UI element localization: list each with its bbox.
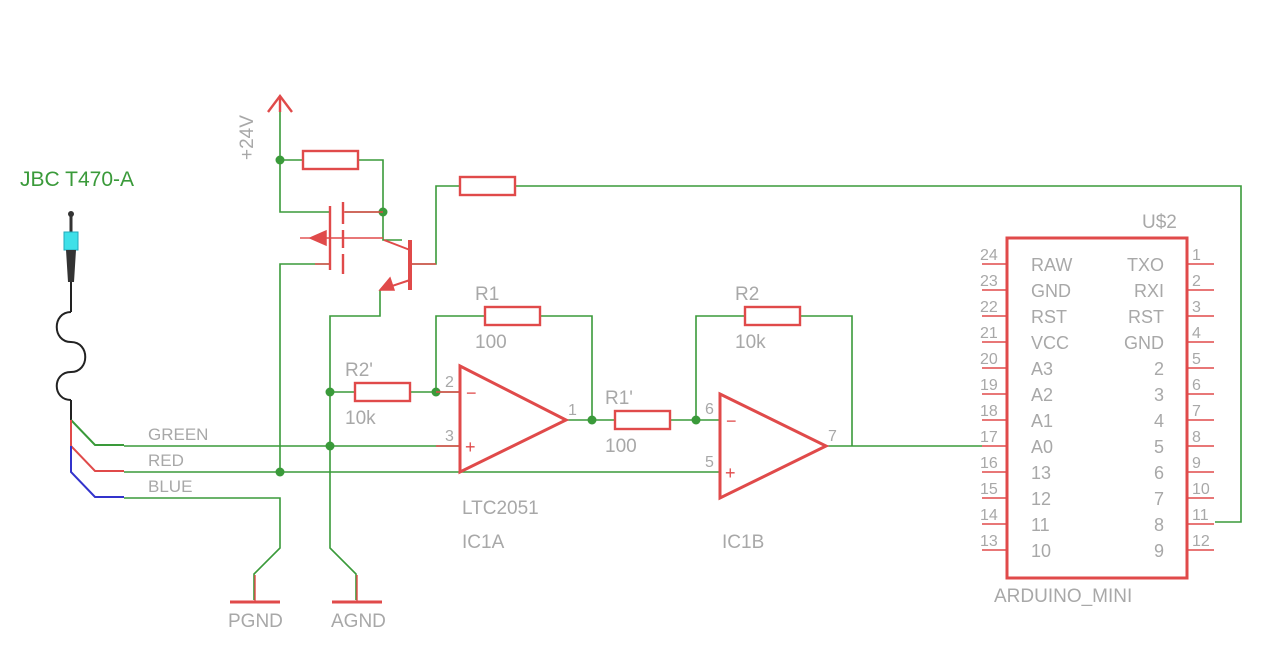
arduino-pin-number: 11 xyxy=(1192,507,1209,524)
ic1a-pin-noninv: 3 xyxy=(445,428,454,445)
ic1a-minus: − xyxy=(466,383,477,403)
arduino-pin-label: 11 xyxy=(1031,515,1050,535)
arduino-pin-label: 6 xyxy=(1154,463,1164,483)
supply-label: +24V xyxy=(237,115,258,160)
opamp-ic1b xyxy=(718,391,830,501)
arduino-pin-label: 4 xyxy=(1154,411,1164,431)
arduino-pin-label: GND xyxy=(1031,281,1071,301)
arduino-pin-number: 8 xyxy=(1192,429,1201,446)
r2-value: 10k xyxy=(735,332,766,353)
ic1b-plus: + xyxy=(725,463,736,483)
arduino-pin-label: RAW xyxy=(1031,255,1072,275)
transistor-symbol xyxy=(378,239,436,291)
arduino-pin-label: A0 xyxy=(1031,437,1053,457)
arduino-pin-number: 19 xyxy=(980,377,998,394)
arduino-pin-number: 16 xyxy=(980,455,998,472)
r2p-value: 10k xyxy=(345,408,376,429)
resistor-r2p xyxy=(353,381,412,403)
arduino-pin-label: RST xyxy=(1128,307,1164,327)
arduino-pin-number: 22 xyxy=(980,299,998,316)
opamp-ic1a xyxy=(436,363,570,475)
r1-value: 100 xyxy=(475,332,507,353)
ic1a-plus: + xyxy=(465,437,476,457)
arduino-pin-label: 2 xyxy=(1154,359,1164,379)
arduino-pin-label: GND xyxy=(1124,333,1164,353)
arduino-pin-number: 10 xyxy=(1192,481,1210,498)
r1p-name: R1' xyxy=(605,388,633,409)
arduino-pin-label: 9 xyxy=(1154,541,1164,561)
arduino-pin-number: 5 xyxy=(1192,351,1201,368)
arduino-pin-label: RXI xyxy=(1134,281,1164,301)
arduino-pin-label: A2 xyxy=(1031,385,1053,405)
arduino-pin-label: 12 xyxy=(1031,489,1051,509)
ic1a-name: IC1A xyxy=(462,532,505,553)
lead-label-blue: BLUE xyxy=(148,477,192,496)
lead-label-green: GREEN xyxy=(148,425,208,444)
ic1b-pin-noninv: 5 xyxy=(705,454,714,471)
arduino-body xyxy=(1005,236,1189,580)
arduino-pin-label: A3 xyxy=(1031,359,1053,379)
probe-symbol xyxy=(55,211,124,498)
arduino-pin-label: 8 xyxy=(1154,515,1164,535)
arduino-pin-label: 5 xyxy=(1154,437,1164,457)
arduino-pin-label: 13 xyxy=(1031,463,1051,483)
resistor-r1 xyxy=(483,305,542,327)
r1-name: R1 xyxy=(475,284,499,305)
wires xyxy=(124,112,1242,600)
r2p-name: R2' xyxy=(345,360,373,381)
arduino-pin-label: 3 xyxy=(1154,385,1164,405)
arduino-pin-number: 7 xyxy=(1192,403,1201,420)
agnd-label: AGND xyxy=(331,611,386,632)
ic1a-part: LTC2051 xyxy=(462,498,539,519)
ground-symbol-pgnd xyxy=(230,575,280,604)
arduino-pin-number: 17 xyxy=(980,429,998,446)
ic1a-pin-out: 1 xyxy=(568,402,577,419)
ic1b-pin-out: 7 xyxy=(828,428,837,445)
arduino-pin-number: 20 xyxy=(980,351,998,368)
arduino-pin-number: 2 xyxy=(1192,273,1201,290)
lead-label-red: RED xyxy=(148,451,184,470)
arduino-name: ARDUINO_MINI xyxy=(994,586,1132,607)
arduino-pin-number: 9 xyxy=(1192,455,1201,472)
arduino-pin-number: 12 xyxy=(1192,533,1210,550)
arduino-pin-number: 13 xyxy=(980,533,998,550)
mosfet-symbol xyxy=(300,202,383,274)
ground-symbol-agnd xyxy=(332,575,382,604)
probe-label: JBC T470-A xyxy=(20,168,134,191)
arduino-pin-number: 23 xyxy=(980,273,998,290)
ic1a-pin-inv: 2 xyxy=(445,374,454,391)
arduino-pin-label: A1 xyxy=(1031,411,1053,431)
arduino-pin-number: 21 xyxy=(980,325,998,342)
arduino-pin-number: 14 xyxy=(980,507,998,524)
resistor-top-left xyxy=(301,149,360,171)
arduino-pin-label: RST xyxy=(1031,307,1067,327)
arduino-pin-number: 3 xyxy=(1192,299,1201,316)
arduino-pin-number: 4 xyxy=(1192,325,1201,342)
resistor-base xyxy=(458,175,517,197)
arduino-pin-label: 7 xyxy=(1154,489,1164,509)
arduino-pin-number: 18 xyxy=(980,403,998,420)
ic1b-pin-inv: 6 xyxy=(705,401,714,418)
r1p-value: 100 xyxy=(605,436,637,457)
resistor-r2 xyxy=(743,305,802,327)
arduino-pin-number: 24 xyxy=(980,247,998,264)
arduino-pin-label: 10 xyxy=(1031,541,1051,561)
arduino-pin-label: VCC xyxy=(1031,333,1069,353)
arduino-pin-label: TXO xyxy=(1127,255,1164,275)
ic1b-name: IC1B xyxy=(722,532,764,553)
arduino-pin-number: 15 xyxy=(980,481,998,498)
supply-symbol xyxy=(267,94,293,113)
arduino-pin-number: 6 xyxy=(1192,377,1201,394)
resistor-r1p xyxy=(613,409,672,431)
junctions xyxy=(275,155,701,477)
pgnd-label: PGND xyxy=(228,611,283,632)
arduino-ref: U$2 xyxy=(1142,212,1177,233)
ic1b-minus: − xyxy=(726,411,737,431)
arduino-pin-number: 1 xyxy=(1192,247,1201,264)
r2-name: R2 xyxy=(735,284,759,305)
